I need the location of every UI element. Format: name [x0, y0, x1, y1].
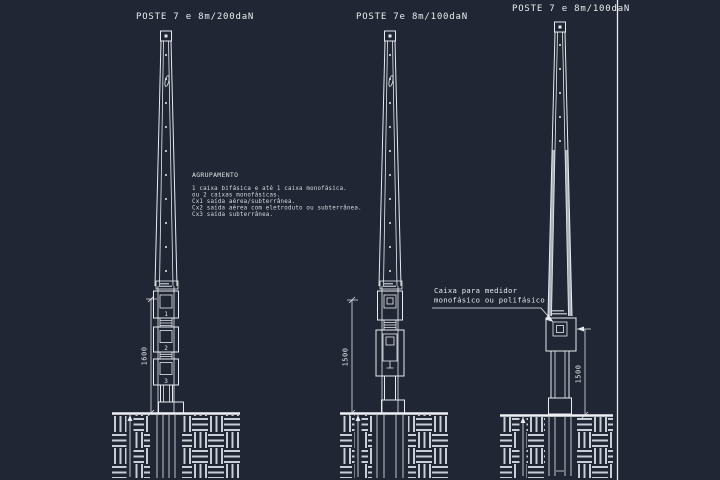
note-line-3: Cx1 saída aérea/subterrânea. — [192, 198, 295, 205]
lower-shaft-inner — [554, 351, 566, 398]
shaft-inner-lines — [551, 31, 569, 317]
conduit-tail — [386, 361, 394, 369]
cap-hole — [388, 34, 392, 38]
pole-title-2: POSTE 7e 8m/100daN — [356, 12, 468, 22]
label-plate-text-mark — [159, 283, 169, 285]
shaft-holes — [559, 44, 561, 142]
shaft-inner-lines — [159, 40, 174, 287]
meter-window-inner — [556, 325, 564, 333]
note-title: AGRUPAMENTO — [192, 171, 238, 179]
meter-window — [159, 294, 173, 309]
trench-gap — [150, 415, 182, 478]
pole-drawing-2: POSTE 7e 8m/100daN — [340, 12, 468, 478]
meter-window — [159, 330, 173, 343]
shaft-outer-lines — [547, 31, 573, 317]
lower-shaft — [550, 351, 570, 398]
pole-cap — [160, 30, 172, 42]
dimension-value: 1600 — [141, 347, 149, 366]
lower-shaft-inner — [163, 385, 170, 402]
pole-cap — [554, 21, 566, 33]
buried-shaft — [548, 417, 572, 476]
buried-shaft — [376, 415, 404, 478]
coupling — [159, 351, 173, 360]
base-collar — [158, 401, 184, 414]
lower-shaft — [160, 385, 173, 402]
meter-window-inner — [385, 336, 395, 346]
shaft-outer-lines — [378, 40, 402, 287]
dimension-1500-right: 1500 — [575, 326, 591, 419]
rod-arrow — [127, 415, 133, 421]
note-line-2: ou 2 caixas monofásicas. — [192, 192, 281, 199]
support-hook — [388, 75, 394, 87]
label-plate — [379, 280, 403, 290]
note-line-5: Cx3 saída subterrânea. — [192, 211, 273, 218]
shaft-outer-lines — [154, 40, 178, 287]
shaft-holes — [165, 54, 167, 272]
rod-arrow — [355, 415, 361, 421]
section-side-lines — [381, 286, 399, 413]
agrupamento-note: AGRUPAMENTO 1 caixa bifásica e até 1 cai… — [192, 171, 362, 218]
meter-box-callout: Caixa para medidor monofásico ou polifás… — [432, 286, 554, 322]
coupling-hatch — [160, 320, 172, 326]
meter-box-number: 3 — [164, 378, 168, 385]
trench-gap — [372, 415, 408, 478]
shaft-wall-fill-left — [548, 150, 555, 316]
label-plate-text-mark — [552, 310, 564, 312]
label-plate-text-mark — [159, 285, 172, 287]
meter-box-number: 1 — [164, 311, 168, 318]
meter-box-3 — [153, 358, 179, 386]
cap-hole — [164, 34, 168, 38]
shaft-wall-fill-right — [565, 150, 572, 316]
connection-box — [375, 329, 405, 377]
meter-window-inner — [386, 297, 394, 305]
label-plate-text-mark — [383, 283, 393, 285]
shaft-inner-lines — [383, 40, 398, 287]
coupling-hatch — [384, 322, 396, 328]
meter-window — [552, 321, 568, 337]
callout-leader-line — [432, 307, 552, 321]
meter-window — [159, 362, 173, 375]
base-collar — [381, 399, 405, 414]
label-plate-text-mark — [383, 285, 396, 287]
pole-title-1: POSTE 7 e 8m/200daN — [136, 12, 254, 22]
callout-arrowhead — [545, 314, 554, 322]
callout-line-2: monofásico ou polifásico — [434, 296, 545, 305]
dim-arrow — [577, 326, 584, 332]
label-plate — [155, 280, 179, 290]
section-side-lines — [157, 286, 175, 413]
pole-drawing-3: POSTE 7 e 8m/100daN 1500 — [500, 4, 630, 478]
callout-line-1: Caixa para medidor — [434, 286, 518, 295]
dimension-value: 1500 — [575, 365, 583, 384]
buried-shaft — [156, 415, 176, 478]
cap-hole — [558, 25, 562, 29]
inner-frame — [382, 333, 398, 362]
support-hook — [164, 75, 170, 87]
rod-arrow — [520, 417, 526, 423]
meter-box-number: 2 — [164, 345, 168, 352]
meter-window — [383, 294, 397, 309]
note-line-4: Cx2 saída aérea com eletroduto ou subter… — [192, 205, 362, 212]
pole-cap — [384, 30, 396, 42]
lower-shaft — [384, 376, 396, 400]
pole-drawing-1: POSTE 7 e 8m/200daN 1 2 3 — [112, 12, 254, 478]
coupling-hatch — [160, 353, 172, 357]
meter-box — [545, 317, 577, 352]
base-collar — [548, 397, 572, 415]
trench-gap — [545, 417, 577, 478]
label-plate-text-mark — [552, 313, 567, 315]
dimension-value: 1500 — [342, 348, 350, 367]
note-line-1: 1 caixa bifásica e até 1 caixa monofásic… — [192, 185, 347, 192]
pole-title-3: POSTE 7 e 8m/100daN — [512, 4, 630, 14]
dimension-1500-middle: 1500 — [342, 296, 358, 417]
dimension-1600: 1600 — [141, 295, 157, 417]
